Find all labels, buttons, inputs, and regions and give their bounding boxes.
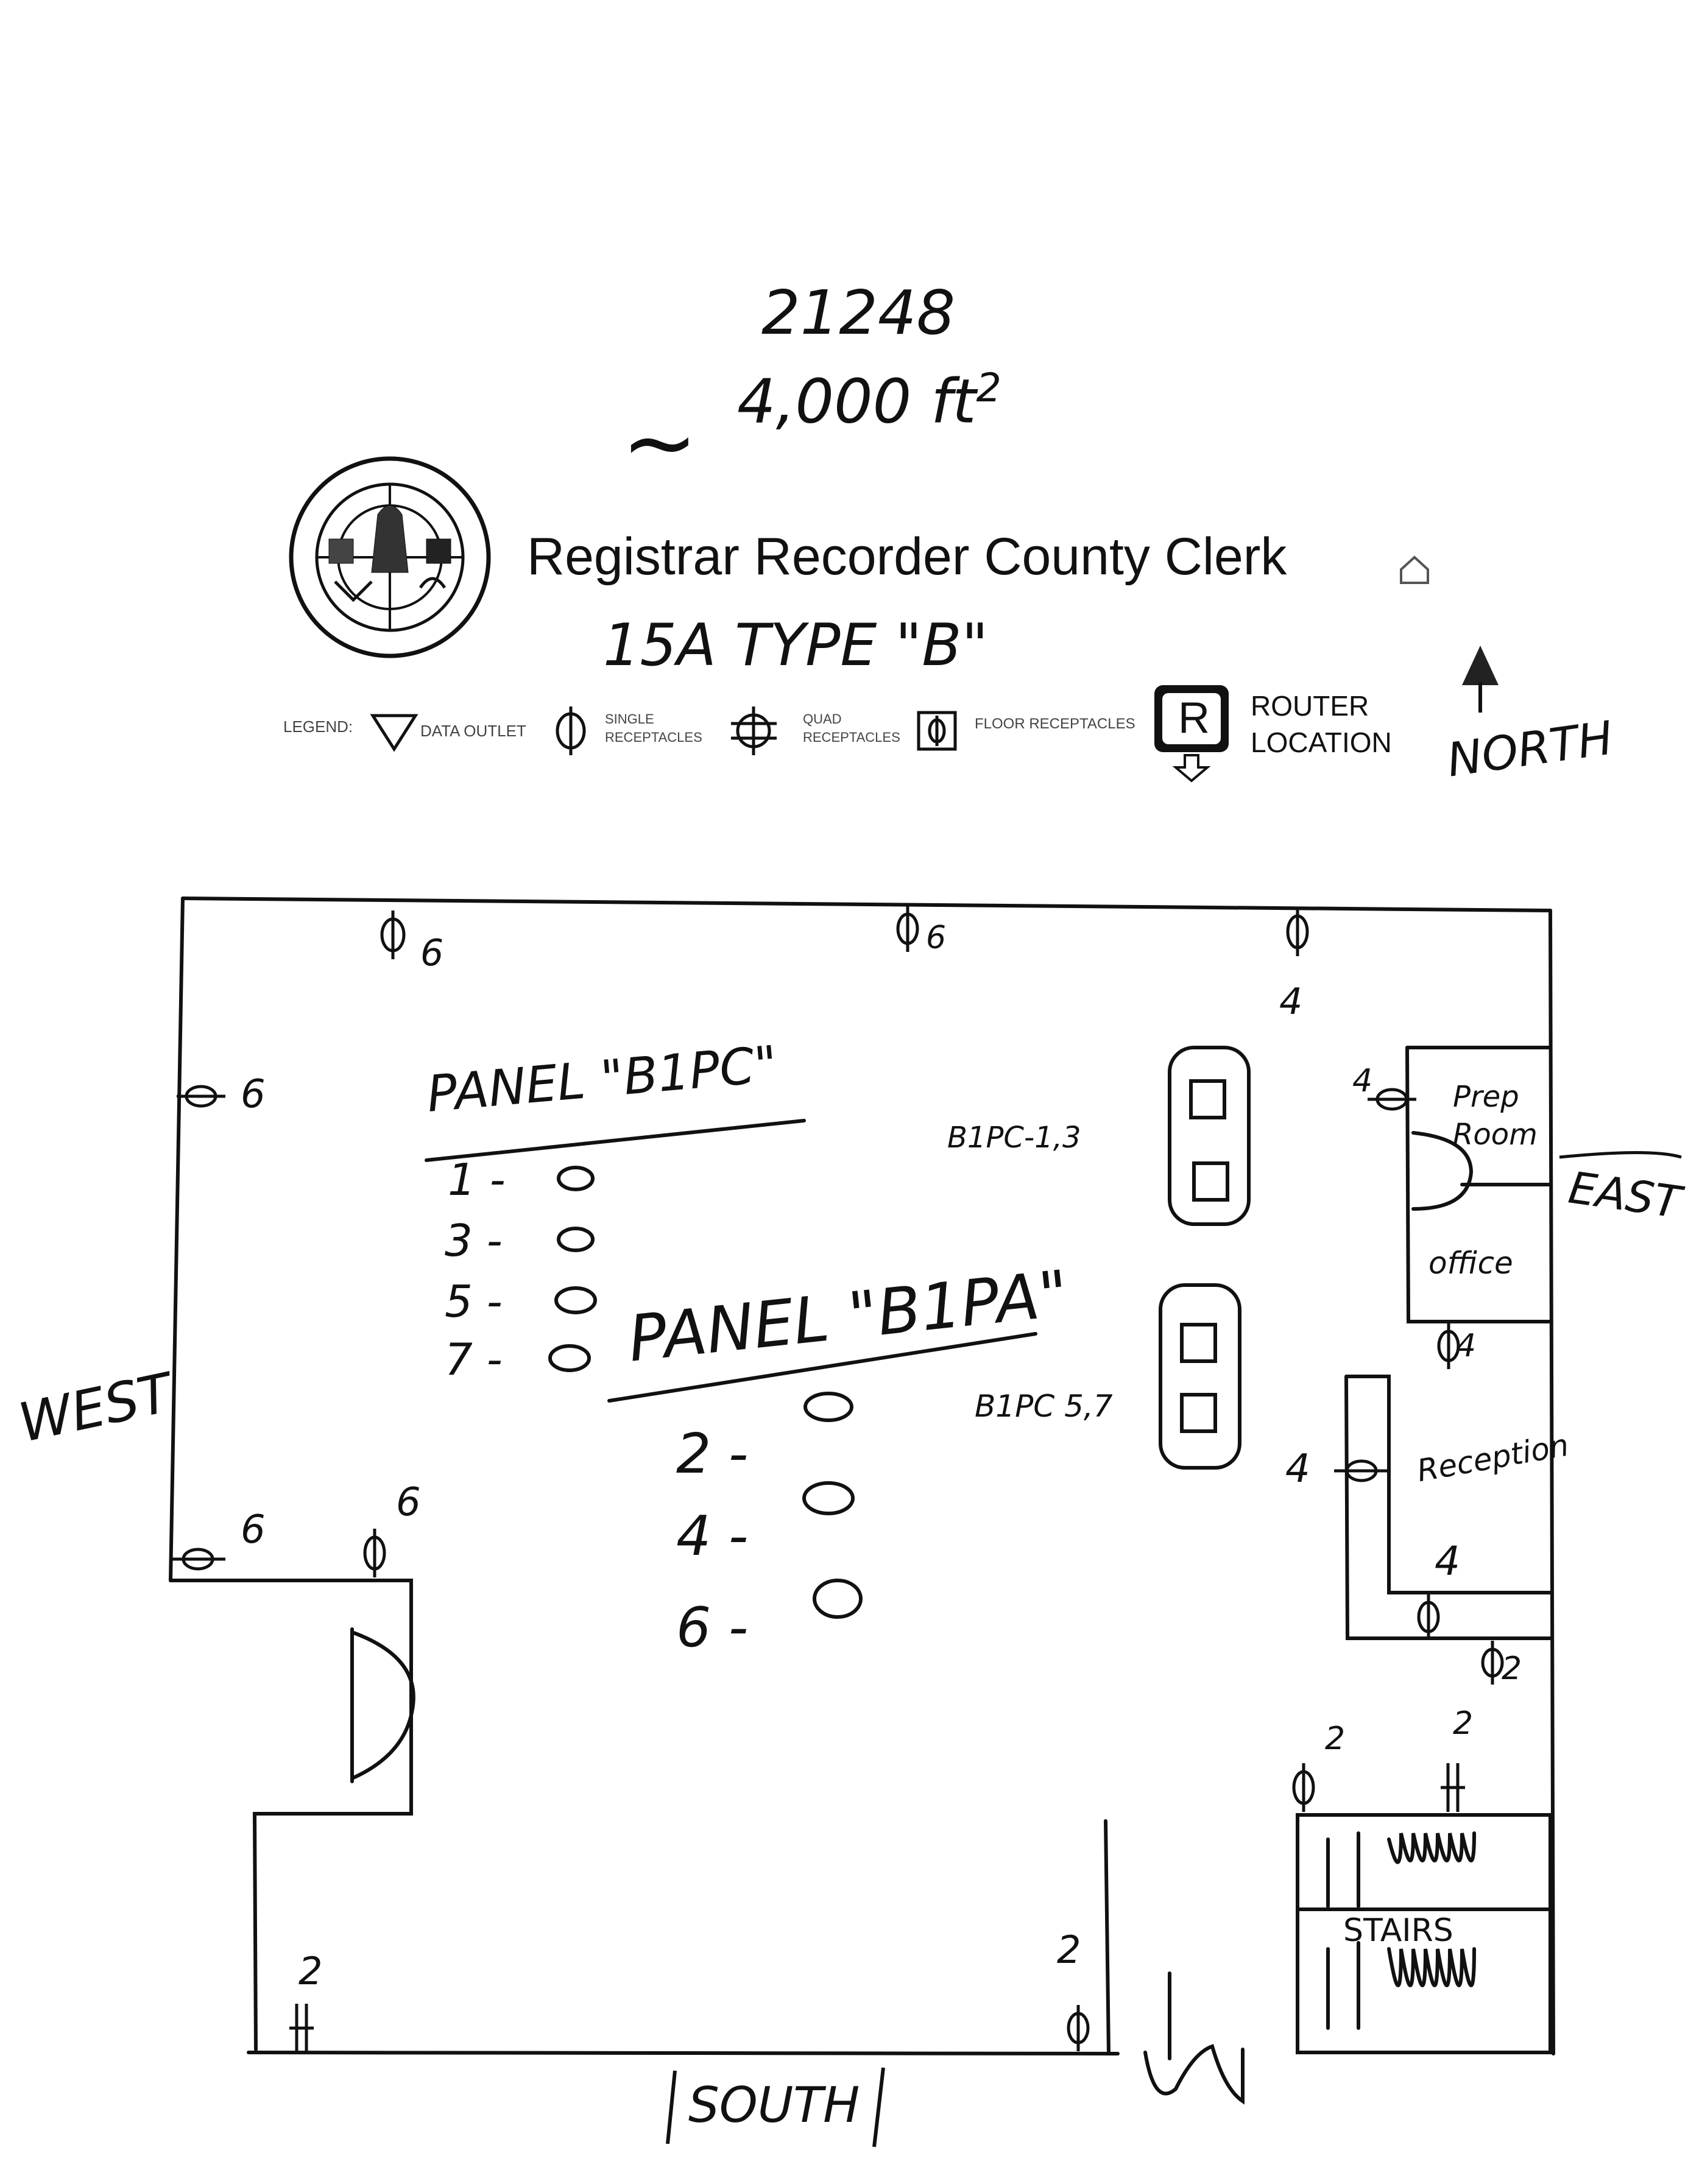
count-south-2: 2 <box>1057 1928 1081 1972</box>
wall-west <box>169 896 185 1582</box>
panel-b1pa-circuit-2: 2 - <box>676 1422 749 1486</box>
router-letter: R <box>1178 694 1210 742</box>
wall-east <box>1549 909 1555 2055</box>
area-exponent: 2 <box>976 365 1001 411</box>
room-prep: Prep Room <box>1453 1080 1538 1152</box>
count-south-1: 2 <box>298 1949 323 1993</box>
panel-b1pc-circuit-7: 7 - <box>445 1334 503 1385</box>
floor-box-b1pc-57 <box>1159 1283 1241 1470</box>
room-reception: Reception <box>1414 1427 1572 1489</box>
compass-east: EAST <box>1566 1161 1684 1228</box>
floor-receptacle-icon <box>917 711 957 751</box>
compass-south: SOUTH <box>688 2077 860 2133</box>
quad-receptacle-icon <box>731 706 777 755</box>
count-east-low-2: 2 <box>1453 1705 1474 1742</box>
legend-quad-line2: RECEPTACLES <box>803 730 900 745</box>
count-west-3: 6 <box>396 1480 421 1525</box>
count-east-reception: 4 <box>1285 1446 1310 1492</box>
legend-data-outlet: DATA OUTLET <box>420 722 526 740</box>
wall-south <box>247 2051 1120 2055</box>
count-east-office: 4 <box>1456 1328 1477 1364</box>
legend-single-line1: SINGLE <box>605 711 654 727</box>
panel-b1pc-circuit-5: 5 - <box>445 1276 503 1327</box>
compass-west: WEST <box>13 1361 177 1455</box>
legend-floor: FLOOR RECEPTACLES <box>975 716 1135 732</box>
legend-quad-line1: QUAD <box>803 711 842 727</box>
count-west-2: 6 <box>241 1507 266 1552</box>
legend-label: LEGEND: <box>283 717 353 736</box>
legend-single-line2: RECEPTACLES <box>605 730 702 745</box>
room-office: office <box>1428 1245 1513 1281</box>
wall-north <box>181 896 1552 912</box>
count-east-low-1: 2 <box>1502 1650 1522 1687</box>
triangle-icon <box>370 714 418 752</box>
job-number: 21248 <box>761 277 956 348</box>
count-north-2: 6 <box>926 920 947 956</box>
count-west-1: 6 <box>241 1072 266 1117</box>
count-north-3: 4 <box>1279 981 1303 1023</box>
single-receptacle-icon <box>556 706 586 755</box>
room-stairs: STAIRS <box>1343 1912 1453 1949</box>
floor-label-b1pc-13: B1PC-1,3 <box>947 1121 1081 1155</box>
panel-b1pa-title: PANEL "B1PA" <box>624 1256 1072 1376</box>
legend-router-line1: ROUTER <box>1251 690 1369 722</box>
approx-symbol: ~ <box>621 390 698 496</box>
count-east-low-3: 2 <box>1325 1721 1346 1757</box>
org-title: Registrar Recorder County Clerk <box>527 527 1287 586</box>
count-east-prep: 4 <box>1352 1063 1373 1099</box>
compass-north: NORTH <box>1444 710 1616 787</box>
panel-b1pc-circuit-1: 1 - <box>448 1154 506 1205</box>
count-north-1: 6 <box>420 932 444 974</box>
count-east-reception-inner: 4 <box>1435 1538 1460 1585</box>
floor-box-b1pc-13 <box>1168 1046 1251 1226</box>
area-annotation: 4,000 ft2 <box>737 365 1001 437</box>
panel-b1pa-circuit-4: 4 - <box>676 1504 749 1568</box>
panel-b1pa-circuit-6: 6 - <box>676 1596 749 1660</box>
building-type-annotation: 15A TYPE "B" <box>603 612 989 679</box>
panel-b1pc-circuit-3: 3 - <box>445 1215 503 1266</box>
legend-router-line2: LOCATION <box>1251 727 1392 758</box>
floor-label-b1pc-57: B1PC 5,7 <box>975 1389 1113 1424</box>
panel-b1pc-title: PANEL "B1PC" <box>424 1035 780 1124</box>
